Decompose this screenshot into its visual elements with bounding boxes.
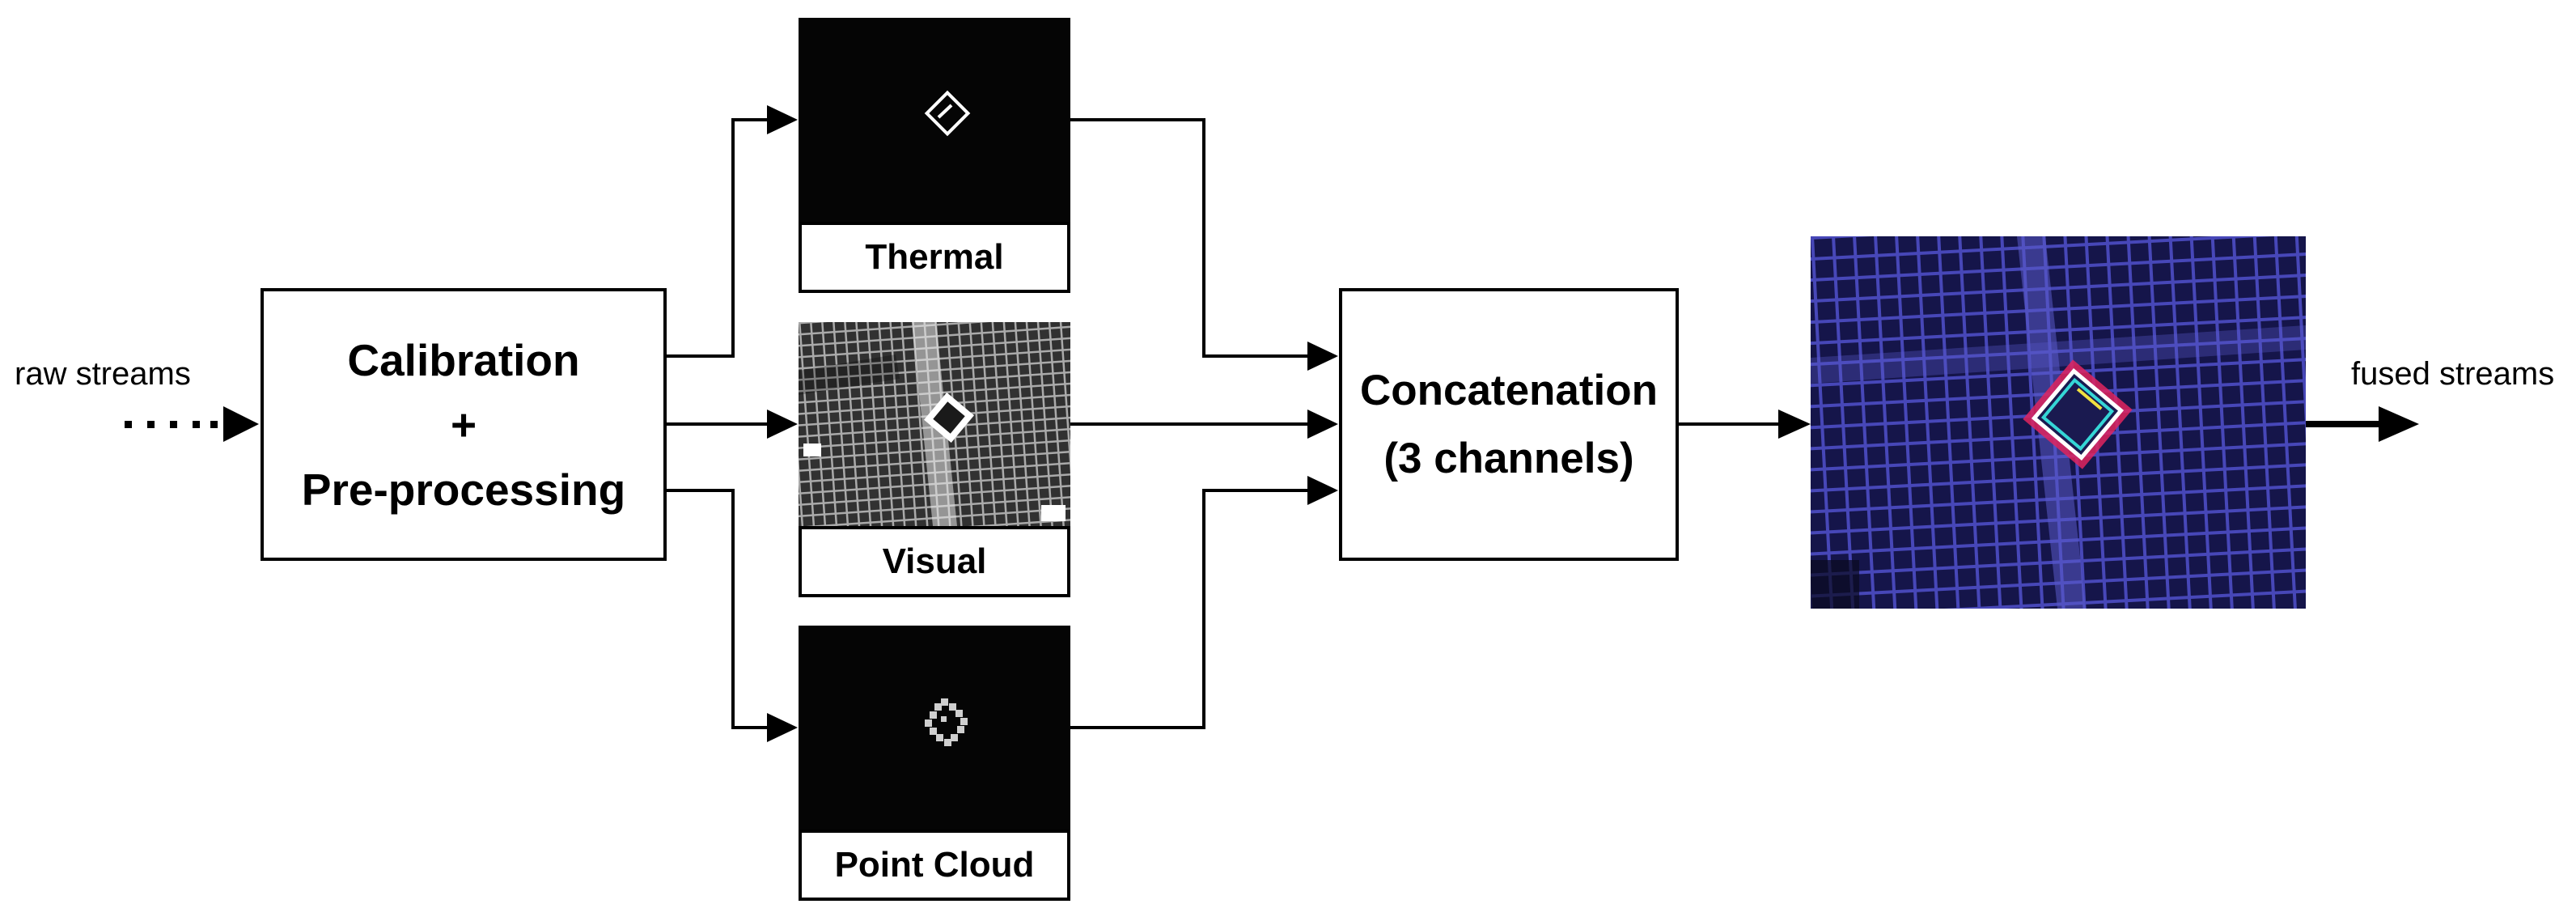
channels-text: (3 channels) — [1383, 434, 1634, 482]
arrow-calib-to-pointcloud — [667, 489, 798, 742]
fused-streams-label: fused streams — [2351, 356, 2555, 392]
thermal-object — [924, 90, 971, 137]
visual-label: Visual — [799, 526, 1070, 597]
pointcloud-points — [925, 698, 968, 746]
raw-input-arrow — [125, 406, 259, 442]
arrow-calib-to-visual — [667, 410, 798, 439]
arrow-calib-to-thermal — [667, 105, 798, 358]
calibration-text: Calibration — [347, 334, 580, 385]
arrow-thermal-to-concat — [1070, 118, 1338, 371]
raw-streams-label: raw streams — [15, 356, 191, 392]
fused-image — [1811, 236, 2306, 609]
thermal-image — [799, 18, 1070, 222]
pointcloud-label: Point Cloud — [799, 830, 1070, 901]
calibration-preprocessing-block: Calibration + Pre-processing — [261, 288, 667, 561]
thermal-tile: Thermal — [799, 18, 1070, 293]
arrow-concat-to-fused — [1679, 410, 1811, 439]
raw-input-dots — [125, 421, 218, 428]
raw-input-arrowhead — [223, 406, 259, 442]
pointcloud-image — [799, 626, 1070, 830]
plus-sign: + — [450, 399, 477, 450]
visual-image — [799, 322, 1070, 526]
concatenation-block: Concatenation (3 channels) — [1339, 288, 1679, 561]
preprocessing-text: Pre-processing — [301, 464, 626, 515]
visual-object — [924, 393, 974, 443]
fused-object — [2023, 359, 2133, 469]
fused-output-arrow — [2306, 406, 2419, 442]
concatenation-text: Concatenation — [1359, 366, 1659, 414]
thermal-label: Thermal — [799, 222, 1070, 293]
arrow-visual-to-concat — [1070, 410, 1338, 439]
visual-tile: Visual — [799, 322, 1070, 597]
pointcloud-tile: Point Cloud — [799, 626, 1070, 901]
arrow-pointcloud-to-concat — [1070, 476, 1338, 729]
